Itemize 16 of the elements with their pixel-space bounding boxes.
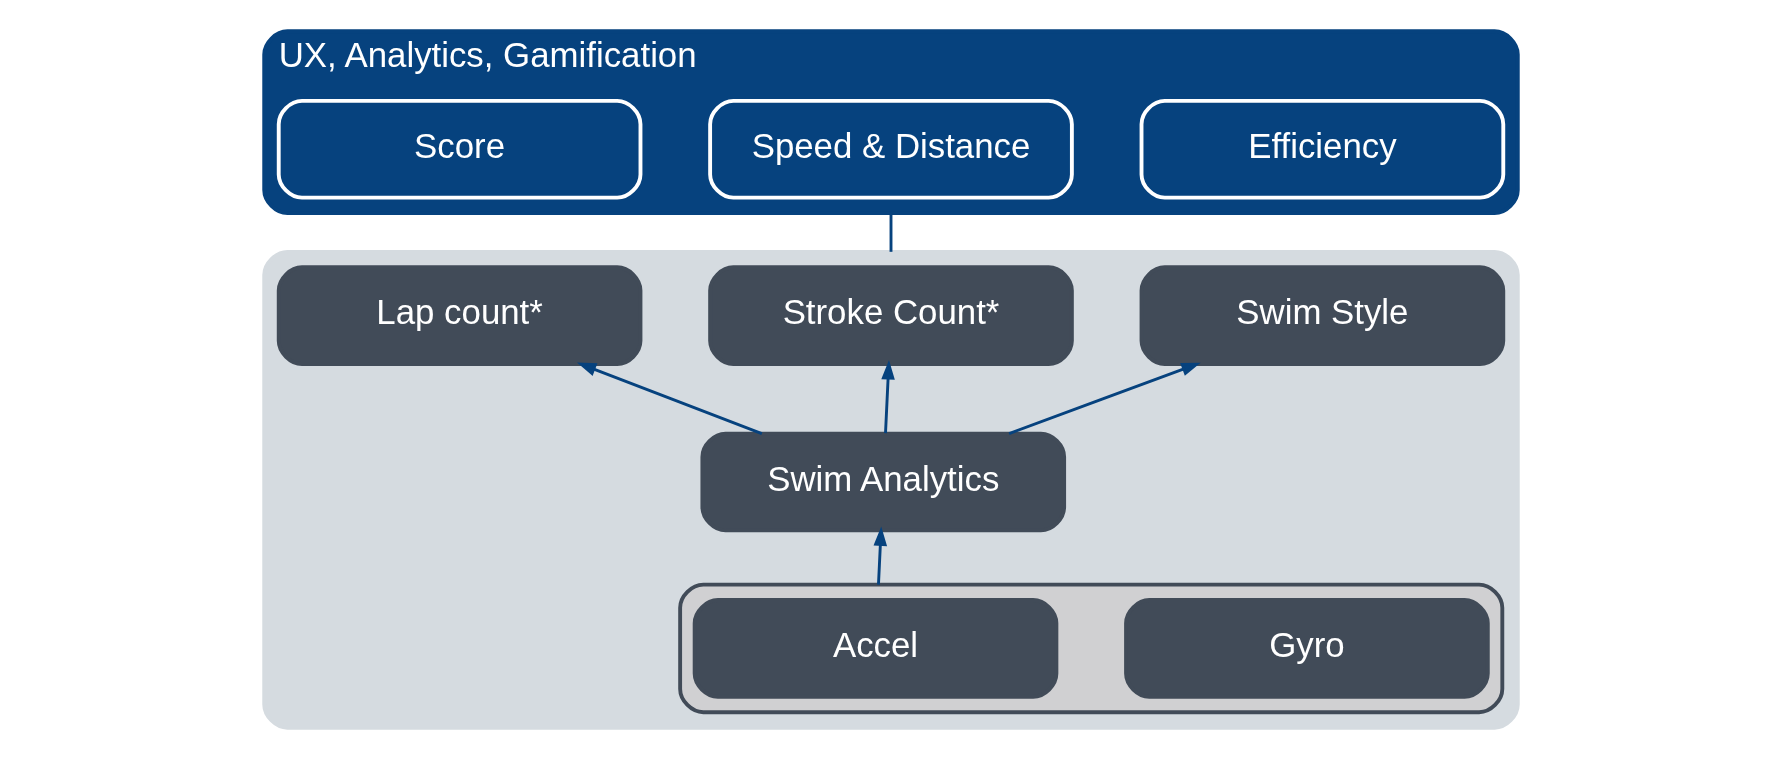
connector — [889, 213, 893, 252]
cluster — [678, 582, 1505, 715]
node-box: Speed & Distance — [708, 99, 1074, 200]
cluster — [262, 249, 1520, 730]
node-box: Stroke Count* — [708, 265, 1074, 366]
arrow — [873, 526, 888, 585]
node-box: Gyro — [1124, 598, 1490, 699]
arrow — [576, 362, 763, 435]
arrow — [1008, 362, 1201, 435]
arrow — [881, 360, 895, 434]
node-box: Lap count* — [276, 265, 643, 366]
node-box: Swim Style — [1139, 265, 1506, 366]
node-box: Swim Analytics — [700, 431, 1067, 533]
node-box: Efficiency — [1139, 99, 1506, 200]
node-box: Score — [276, 99, 643, 200]
node-box: Accel — [692, 598, 1059, 699]
